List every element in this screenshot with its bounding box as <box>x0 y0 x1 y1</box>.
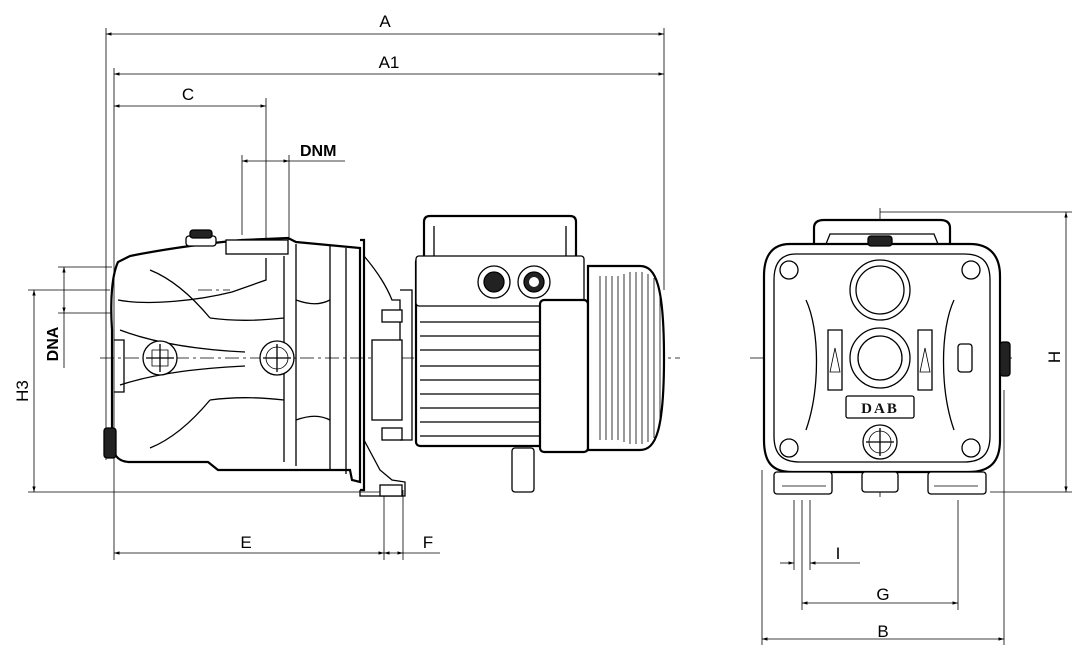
label-a: A <box>379 12 391 31</box>
motor-bracket <box>359 238 413 497</box>
label-g: G <box>876 585 889 604</box>
side-view: A A1 C DNM E F H3 DNA <box>13 12 680 560</box>
label-c: C <box>182 85 194 104</box>
label-f: F <box>423 533 433 552</box>
motor <box>414 214 666 493</box>
dab-logo: DAB <box>861 401 899 417</box>
label-e: E <box>240 533 251 552</box>
label-h3: H3 <box>13 380 32 402</box>
dab-logo-plate <box>845 395 915 419</box>
pump-body <box>103 229 362 484</box>
label-dnm: DNM <box>300 143 336 160</box>
pump-front-housing: DAB <box>762 218 1011 495</box>
label-h: H <box>1045 351 1064 363</box>
label-b: B <box>877 622 888 641</box>
label-dna: DNA <box>45 326 62 361</box>
label-a1: A1 <box>379 53 400 72</box>
label-i: I <box>836 544 841 563</box>
front-view: H B G I <box>750 208 1072 645</box>
